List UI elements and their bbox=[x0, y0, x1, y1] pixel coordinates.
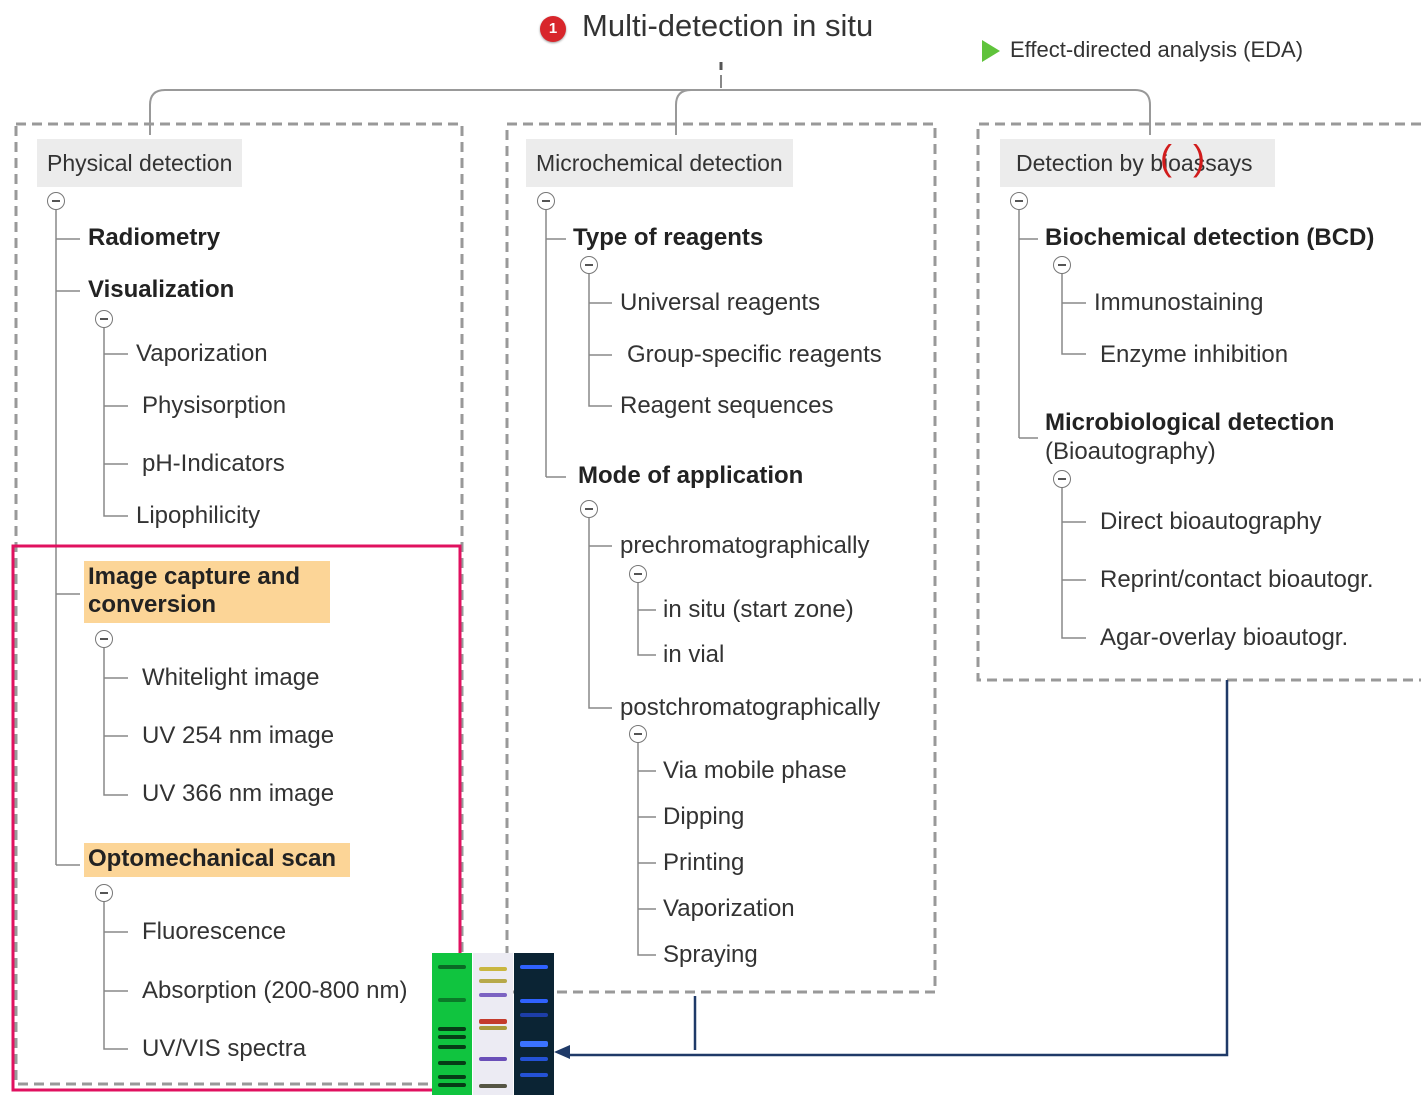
eda-label: Effect-directed analysis (EDA) bbox=[1010, 37, 1304, 62]
node-lipophilicity[interactable]: Lipophilicity bbox=[136, 502, 261, 529]
step-number-badge: 1 bbox=[540, 16, 566, 42]
node-radiometry[interactable]: Radiometry bbox=[88, 224, 221, 251]
node-vaporization[interactable]: Vaporization bbox=[663, 895, 795, 922]
node-via-mobile-phase[interactable]: Via mobile phase bbox=[663, 757, 847, 784]
node-in-situ[interactable]: in situ (start zone) bbox=[663, 596, 854, 623]
node-reagent-sequences[interactable]: Reagent sequences bbox=[620, 392, 834, 419]
node-microbiological-detection[interactable]: Microbiological detection bbox=[1045, 409, 1335, 436]
node-reprint-contact[interactable]: Reprint/contact bioautogr. bbox=[1100, 566, 1374, 593]
node-prechromatographically[interactable]: prechromatographically bbox=[620, 532, 870, 559]
green-arrow-icon bbox=[982, 40, 1000, 62]
node-spraying[interactable]: Spraying bbox=[663, 941, 758, 968]
node-uvvis-spectra[interactable]: UV/VIS spectra bbox=[142, 1035, 307, 1062]
node-uv254-image[interactable]: UV 254 nm image bbox=[142, 722, 335, 749]
node-image-capture[interactable]: Image capture and conversion bbox=[84, 561, 330, 623]
node-type-of-reagents[interactable]: Type of reagents bbox=[573, 224, 764, 251]
node-enzyme-inhibition[interactable]: Enzyme inhibition bbox=[1100, 341, 1289, 368]
physical-detection-heading: Physical detection bbox=[37, 139, 243, 187]
uv366-plate-icon bbox=[514, 953, 554, 1095]
node-uv366-image[interactable]: UV 366 nm image bbox=[142, 780, 335, 807]
node-mode-of-application[interactable]: Mode of application bbox=[578, 462, 804, 489]
node-immunostaining[interactable]: Immunostaining bbox=[1094, 289, 1264, 316]
collapse-icon[interactable] bbox=[95, 630, 113, 648]
node-biochemical-detection[interactable]: Biochemical detection (BCD) bbox=[1045, 224, 1375, 251]
node-in-vial[interactable]: in vial bbox=[663, 641, 725, 668]
red-open-bracket-icon: ( bbox=[1160, 137, 1172, 178]
node-dipping[interactable]: Dipping bbox=[663, 803, 745, 830]
red-close-bracket-icon: ) bbox=[1193, 137, 1205, 178]
node-group-specific-reagents[interactable]: Group-specific reagents bbox=[627, 341, 882, 368]
page-title: Multi-detection in situ bbox=[582, 8, 874, 43]
node-postchromatographically[interactable]: postchromatographically bbox=[620, 694, 881, 721]
white-light-plate-icon bbox=[473, 953, 513, 1095]
collapse-icon[interactable] bbox=[1053, 256, 1071, 274]
node-ph-indicators[interactable]: pH-Indicators bbox=[142, 450, 285, 477]
node-absorption[interactable]: Absorption (200-800 nm) bbox=[142, 977, 408, 1004]
node-visualization[interactable]: Visualization bbox=[88, 276, 235, 303]
node-agar-overlay[interactable]: Agar-overlay bioautogr. bbox=[1100, 624, 1349, 651]
node-optomechanical-scan[interactable]: Optomechanical scan bbox=[84, 843, 351, 877]
collapse-icon[interactable] bbox=[580, 500, 598, 518]
collapse-icon[interactable] bbox=[95, 310, 113, 328]
node-whitelight-image[interactable]: Whitelight image bbox=[142, 664, 320, 691]
collapse-icon[interactable] bbox=[629, 725, 647, 743]
collapse-icon[interactable] bbox=[1053, 470, 1071, 488]
bioassay-detection-heading: Detection by bioassays bbox=[1000, 139, 1275, 187]
collapse-icon[interactable] bbox=[47, 192, 65, 210]
microchemical-detection-heading: Microchemical detection bbox=[526, 139, 793, 187]
collapse-icon[interactable] bbox=[95, 884, 113, 902]
node-printing[interactable]: Printing bbox=[663, 849, 745, 876]
collapse-icon[interactable] bbox=[1010, 192, 1028, 210]
node-universal-reagents[interactable]: Universal reagents bbox=[620, 289, 821, 316]
node-vaporization[interactable]: Vaporization bbox=[136, 340, 268, 367]
collapse-icon[interactable] bbox=[629, 565, 647, 583]
collapse-icon[interactable] bbox=[580, 256, 598, 274]
node-bioautography-subtitle: (Bioautography) bbox=[1045, 438, 1216, 465]
node-direct-bioautography[interactable]: Direct bioautography bbox=[1100, 508, 1322, 535]
green-fluorescence-plate-icon bbox=[432, 953, 472, 1095]
collapse-icon[interactable] bbox=[537, 192, 555, 210]
node-physisorption[interactable]: Physisorption bbox=[142, 392, 287, 419]
node-fluorescence[interactable]: Fluorescence bbox=[142, 918, 287, 945]
